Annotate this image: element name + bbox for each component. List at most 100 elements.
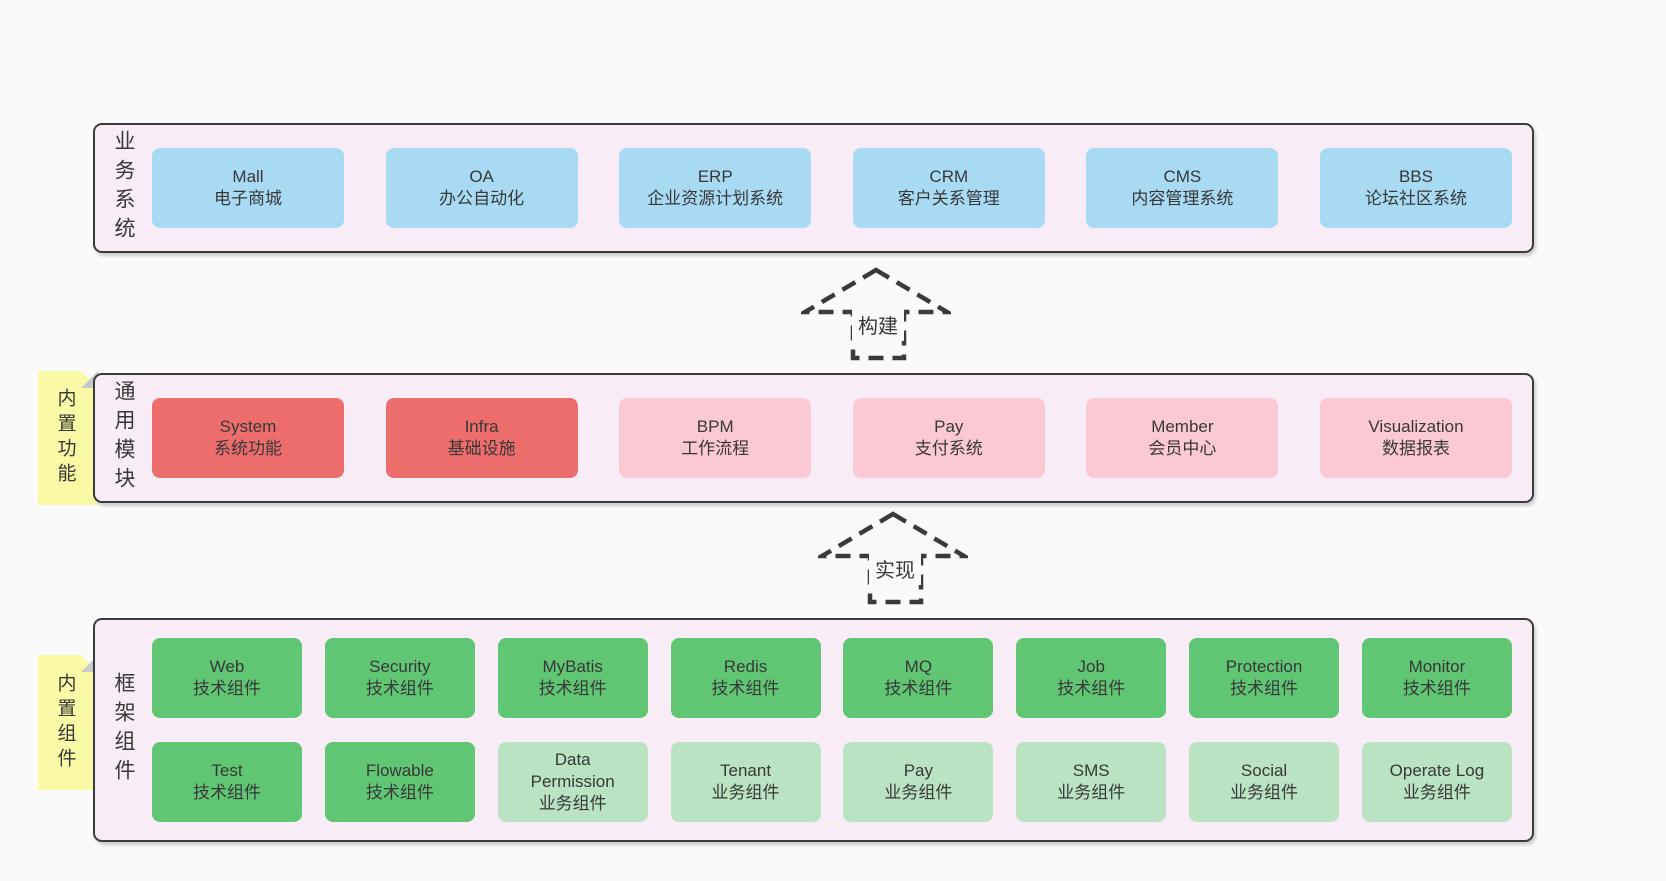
box-protection: Protection 技术组件: [1189, 638, 1340, 718]
box-subtitle: 客户关系管理: [897, 189, 1000, 208]
box-erp: ERP 企业资源计划系统: [619, 148, 812, 228]
box-subtitle: 业务组件: [538, 794, 607, 813]
box-subtitle: 技术组件: [884, 679, 953, 698]
box-mq: MQ 技术组件: [843, 638, 994, 718]
box-title: System: [219, 417, 277, 436]
box-title: BBS: [1398, 167, 1433, 186]
arrow-label: 构建: [858, 315, 898, 338]
box-title: Tenant: [720, 761, 772, 780]
box-subtitle: 办公自动化: [439, 189, 525, 208]
box-subtitle: 会员中心: [1148, 439, 1217, 458]
box-subtitle: 业务组件: [1057, 783, 1126, 802]
box-title: MyBatis: [542, 657, 603, 676]
box-title: Operate Log: [1389, 761, 1485, 780]
box-title: BPM: [696, 417, 734, 436]
box-subtitle: 内容管理系统: [1131, 189, 1234, 208]
box-pay: Pay 业务组件: [843, 742, 994, 822]
box-social: Social 业务组件: [1189, 742, 1340, 822]
box-subtitle: 工作流程: [681, 439, 750, 458]
sticky-note-built-in-functions: 内置功能: [38, 371, 98, 505]
panel-business-systems: 业务系统 Mall 电子商城 OA 办公自动化 ERP 企业资源计划系统 CRM 客户关系管理…: [93, 123, 1534, 253]
box-subtitle: 业务组件: [1402, 783, 1471, 802]
box-subtitle: 支付系统: [914, 439, 983, 458]
dashed-up-arrow-implement: 实现: [818, 511, 968, 605]
box-subtitle: 数据报表: [1381, 439, 1450, 458]
arrow-label-background: [869, 553, 921, 585]
box-title: Infra: [464, 417, 499, 436]
box-title: CRM: [929, 167, 969, 186]
box-title: Flowable: [365, 761, 434, 780]
up-arrow-icon: [801, 267, 951, 361]
box-title: Monitor: [1408, 657, 1466, 676]
panel-title: 业务系统: [112, 130, 135, 246]
box-member: Member 会员中心: [1086, 398, 1279, 478]
box-subtitle: 业务组件: [1230, 783, 1299, 802]
box-subtitle: 技术组件: [538, 679, 607, 698]
box-subtitle: 技术组件: [365, 783, 434, 802]
box-subtitle: 电子商城: [214, 189, 282, 208]
box-title: Visualization: [1368, 417, 1464, 436]
box-subtitle: 技术组件: [365, 679, 434, 698]
box-title: Test: [211, 761, 243, 780]
box-title: Redis: [723, 657, 768, 676]
box-oa: OA 办公自动化: [385, 148, 578, 228]
arrow-label: 实现: [875, 559, 915, 582]
up-arrow-icon: [818, 511, 968, 605]
box-title: Security: [369, 657, 431, 676]
box-job: Job 技术组件: [1016, 638, 1167, 718]
box-mybatis: MyBatis 技术组件: [497, 638, 648, 718]
box-subtitle: 基础设施: [447, 439, 516, 458]
box-title: Web: [209, 657, 245, 676]
box-sms: SMS 业务组件: [1016, 742, 1167, 822]
box-subtitle: 技术组件: [1230, 679, 1299, 698]
box-monitor: Monitor 技术组件: [1361, 638, 1512, 718]
box-subtitle: 技术组件: [1057, 679, 1126, 698]
box-title: MQ: [904, 657, 933, 676]
box-operate-log: Operate Log 业务组件: [1361, 742, 1512, 822]
box-subtitle: 技术组件: [1402, 679, 1471, 698]
box-test: Test 技术组件: [152, 742, 302, 822]
box-crm: CRM 客户关系管理: [852, 148, 1045, 228]
box-title: Social: [1240, 761, 1288, 780]
box-title: OA: [469, 167, 494, 186]
box-subtitle: 企业资源计划系统: [647, 189, 784, 208]
sticky-label: 内置功能: [54, 388, 76, 488]
box-title: Mall: [232, 167, 264, 186]
box-subtitle: 技术组件: [193, 783, 261, 802]
box-flowable: Flowable 技术组件: [324, 742, 475, 822]
box-visualization: Visualization 数据报表: [1319, 398, 1512, 478]
box-subtitle: 论坛社区系统: [1364, 189, 1467, 208]
dashed-up-arrow-build: 构建: [801, 267, 951, 361]
box-title: Job: [1077, 657, 1105, 676]
box-bbs: BBS 论坛社区系统: [1319, 148, 1512, 228]
box-title: SMS: [1072, 761, 1110, 780]
box-title: Member: [1151, 417, 1214, 436]
box-security: Security 技术组件: [324, 638, 475, 718]
panel-title: 框架组件: [112, 672, 135, 788]
box-title: Protection: [1225, 657, 1303, 676]
box-infra: Infra 基础设施: [385, 398, 578, 478]
box-mall: Mall 电子商城: [152, 148, 344, 228]
box-title: Pay: [903, 761, 934, 780]
sticky-label: 内置组件: [54, 672, 76, 773]
arrow-label-background: [852, 309, 904, 341]
box-subtitle: 业务组件: [884, 783, 953, 802]
box-bpm: BPM 工作流程: [619, 398, 812, 478]
sticky-note-built-in-components: 内置组件: [38, 655, 98, 790]
box-title: ERP: [697, 167, 733, 186]
